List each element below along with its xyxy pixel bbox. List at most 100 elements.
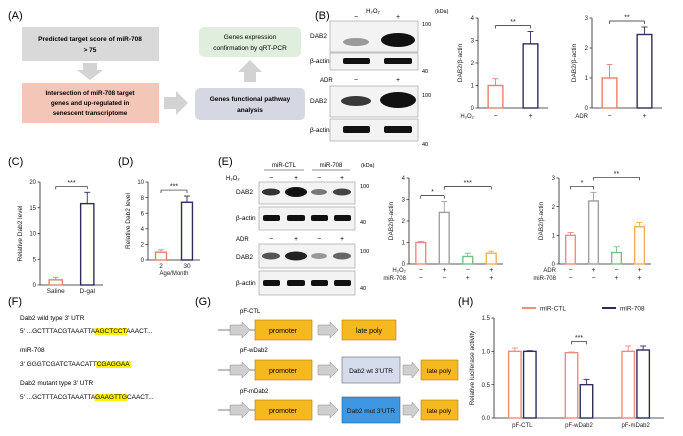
- chart-e1-condition-1-3: +: [489, 275, 493, 282]
- construct-wt-arrow-3: [402, 361, 420, 379]
- b-actin-band-1: [343, 58, 370, 64]
- chart-d-xlabel: Age/Month: [159, 271, 188, 277]
- construct-ctl-promoter-label: promoter: [269, 328, 298, 335]
- e-actin-band-1: [263, 215, 280, 221]
- seq-mir-site: CGAGGAA: [97, 361, 131, 368]
- construct-mut-promoter: [254, 399, 313, 421]
- construct-wt-arrow-1: [229, 361, 251, 379]
- b-dab2-label-1: DAB2: [310, 33, 327, 40]
- chart-c-sig-0-sig: ***: [67, 180, 75, 187]
- seq-wt-site: AGCTCCT: [95, 328, 126, 335]
- panel-label-a: (A): [8, 10, 23, 22]
- chart-b2-ytick-label-3: 3: [585, 16, 589, 22]
- chart-h-sig-0-sig: ***: [575, 335, 583, 342]
- construct-mut-utr: [341, 396, 401, 424]
- chart-b2-ytick-label-1: 1: [585, 76, 589, 82]
- chart-e2-ytick-label-2: 2: [552, 205, 556, 211]
- chart-h-bar-mir-708-1: [579, 383, 594, 419]
- chart-h-xtick-label-0: pF-CTL: [512, 423, 533, 429]
- seq-wt-suffix: AAACT...: [126, 328, 153, 335]
- chart-h-bar-mir-708-2: [636, 349, 651, 419]
- chart-c-xtick-label-1: D-gal: [79, 288, 95, 295]
- chart-h-ylabel: Relative luciferase activity: [469, 330, 476, 406]
- construct-ctl-arrow-1: [229, 321, 251, 339]
- chart-e1-condition-0-0: −: [419, 267, 423, 274]
- chart-h-ytick-label-3: 1.5: [482, 316, 491, 322]
- chart-e2-ytick-label-0: 0: [552, 262, 556, 268]
- e-dab2-band-5: [262, 252, 280, 260]
- e-dab2-blot-h2o2: [258, 181, 356, 205]
- chart-e2-sig-1-sig: **: [614, 171, 620, 178]
- construct-mut-utr-label: Dab2 mut 3'UTR: [347, 408, 396, 415]
- chart-e1-condition-1-2: +: [466, 275, 470, 282]
- chart-e1-ytick-label-3: 3: [402, 198, 406, 204]
- e-actin-label-1: β-actin: [236, 215, 256, 222]
- chart-b2-bar-0: [601, 77, 618, 109]
- chart-e1-condition-label-1: miR-708: [383, 276, 406, 282]
- panel-label-g: (G): [195, 296, 211, 308]
- seq-mir-site-highlight: [96, 361, 131, 368]
- chart-e2-condition-0-2: −: [614, 267, 618, 274]
- chart-e2-condition-1-2: +: [614, 275, 618, 282]
- chart-e2-condition-0-0: −: [568, 267, 572, 274]
- b-marker-100-2: 100: [422, 93, 431, 99]
- blot-panel-e: miR-CTL miR-708 (kDa) H₂O₂ − + − + DAB2 …: [226, 163, 375, 296]
- e-h2o2-s4: +: [340, 175, 344, 182]
- chart-b1-xtick-label-0: −: [493, 113, 497, 120]
- chart-d-ytick-label-4: 8: [141, 196, 145, 202]
- e-dab2-band-6: [285, 251, 307, 261]
- b-actin-blot-adr: [329, 118, 419, 142]
- b-actin-band-4: [384, 126, 412, 133]
- e-actin-band-7: [311, 280, 328, 286]
- chart-e1-condition-1-0: −: [419, 275, 423, 282]
- chart-d-ytick-label-0: 0: [141, 258, 145, 264]
- construct-mut-name: pF-mDab2: [240, 389, 269, 395]
- b-actin-band-3: [343, 126, 370, 133]
- b-marker-100-1: 100: [422, 22, 431, 28]
- chart-e1-bar-3: [485, 252, 497, 265]
- construct-mut-arrow-1: [229, 401, 251, 419]
- seq-wt-prefix: 5' ...GCTTTACGTAAATTA: [20, 328, 96, 335]
- b-h2o2-label: H₂O₂: [366, 9, 380, 15]
- b-marker-40-2: 40: [422, 142, 428, 148]
- chart-b1-ylabel: DAB2/β-actin: [457, 43, 464, 82]
- flow-box-pathway-line1: Genes functional pathway: [210, 96, 291, 103]
- chart-b1-ytick-label-2: 2: [471, 61, 475, 67]
- chart-e2-bar-2: [610, 251, 623, 265]
- chart-e1-condition-1-1: −: [442, 275, 446, 282]
- flow-box-intersection-line1: Intersection of miR-708 target: [46, 90, 136, 97]
- e-actin-band-6: [287, 280, 305, 286]
- e-mir708-label: miR-708: [320, 163, 343, 169]
- chart-e1-bar-0: [415, 241, 427, 265]
- chart-b1-xtick-label-1: +: [528, 113, 532, 120]
- right-arrow-shape: [164, 91, 188, 115]
- construct-ctl-promoter: [254, 319, 313, 341]
- chart-b1-sig-0-sig: **: [510, 19, 516, 26]
- seq-mir-prefix: 3' GGGTCGATCTAACATT: [20, 361, 97, 368]
- chart-b2-ylabel: DAB2/β-actin: [571, 43, 578, 82]
- chart-h-ytick-label-1: 0.5: [482, 383, 491, 389]
- chart-b1-ytick-label-1: 1: [471, 84, 475, 90]
- chart-c-bar-0: [48, 279, 64, 286]
- e-marker-100-2: 100: [360, 249, 369, 255]
- construct-panel-g: pF-CTL promoter late poly pF-wDab2 promo…: [218, 309, 459, 424]
- e-marker-40-1: 40: [360, 220, 366, 226]
- chart-e1-sig-1-sig: ***: [464, 180, 472, 187]
- chart-e2-sig-0-sig: *: [581, 180, 584, 187]
- b-actin-band-2: [384, 58, 412, 64]
- b-dab2-band-h2o2: [381, 33, 415, 47]
- construct-mut-arrow-3: [402, 401, 420, 419]
- chart-h-xtick-label-2: pF-mDab2: [621, 423, 650, 429]
- e-dab2-band-8: [333, 252, 351, 260]
- flow-box-prediction-line1: Predicted target score of miR-708: [38, 36, 142, 43]
- e-actin-band-8: [334, 280, 351, 286]
- flow-box-qrtpcr: [199, 27, 301, 57]
- construct-mut-promoter-label: promoter: [269, 408, 298, 415]
- chart-e2-ylabel: DAB2/β-actin: [538, 201, 545, 240]
- blot-panel-b: H₂O₂ − + (kDa) DAB2 100 β-actin 40 ADR −…: [310, 9, 449, 148]
- chart-e1-bar-2: [462, 255, 474, 265]
- seq-mut-line: 5' ...GCTTTACGTAAATTAGAAGTTGCAACT...: [20, 394, 154, 401]
